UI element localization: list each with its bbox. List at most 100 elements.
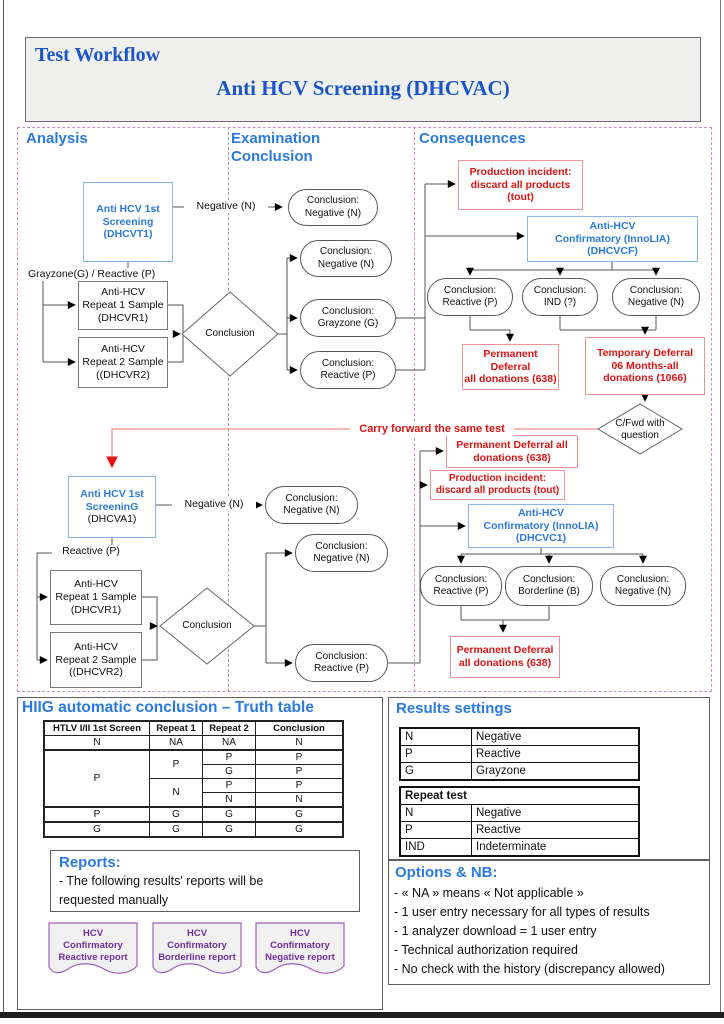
node-permanent-deferral-2: Permanent Deferral all donations (638) (446, 435, 578, 468)
table-cell: Negative (471, 727, 640, 746)
node-anti-hcv-1st-screening-dhcvt1: Anti HCV 1st Screening (DHCVT1) (83, 182, 173, 262)
node-repeat-2-sample-a: Anti-HCV Repeat 2 Sample ((DHCVR2) (78, 337, 168, 388)
table-row: N Negative (399, 804, 640, 822)
table-cell: G (202, 821, 256, 838)
page-border-left (3, 0, 4, 1016)
reports-title: Reports: (59, 854, 121, 871)
node-permanent-deferral-1: Permanent Deferral all donations (638) (462, 344, 559, 390)
node-production-incident-2: Production incident: discard all product… (430, 470, 565, 500)
table-row: P Reactive (399, 821, 640, 839)
node-permanent-deferral-3: Permanent Deferral all donations (638) (450, 636, 560, 678)
table-row: N P P (44, 778, 344, 808)
table-cell: NA (149, 735, 203, 751)
report-doc-label: HCV Confirmatory Reactive report (58, 928, 128, 963)
page-subtitle: Anti HCV Screening (DHCVAC) (216, 76, 510, 100)
table-cell: N (43, 735, 150, 751)
node-conclusion-ind: Conclusion: IND (?) (522, 278, 598, 316)
table-cell: Grayzone (471, 762, 640, 781)
table-cell: N (255, 735, 344, 751)
column-divider-2 (414, 127, 415, 692)
column-divider-1 (228, 127, 229, 692)
table-cell: G (255, 821, 344, 838)
page-title: Test Workflow (35, 44, 161, 66)
truth-table-title: HIIG automatic conclusion – Truth table (22, 699, 314, 716)
node-conclusion-reactive-2: Conclusion: Reactive (P) (427, 278, 513, 316)
table-cell: Reactive (471, 745, 640, 763)
table-cell: Negative (471, 804, 640, 822)
report-doc-borderline: HCV Confirmatory Borderline report (152, 922, 242, 978)
edge-label-negative-1: Negative (N) (184, 200, 268, 213)
table-cell: NA (202, 735, 256, 751)
table-cell: G (399, 762, 472, 781)
table-cell: G (202, 806, 256, 823)
table-row: P P P P (43, 749, 344, 808)
table-cell: N (202, 792, 256, 808)
table-row: N NA NA N (43, 735, 344, 751)
report-doc-label: HCV Confirmatory Borderline report (158, 928, 236, 963)
decision-label-cfwd: C/Fwd with question (615, 417, 665, 441)
node-conclusion-negative-2: Conclusion: Negative (N) (300, 240, 392, 277)
table-cell: N (255, 792, 344, 808)
options-item-1: - « NA » means « Not applicable » (394, 886, 584, 900)
edge-label-negative-2: Negative (N) (172, 498, 256, 511)
table-cell: G (255, 806, 344, 823)
table-row: Repeat test (399, 786, 640, 805)
node-dhcva1-code: (DHCVA1) (87, 513, 137, 526)
node-confirmatory-dhcvcf: Anti-HCV Confirmatory (InnoLIA) (DHCVCF) (527, 216, 698, 262)
edge-label-reactive: Reactive (P) (52, 545, 130, 558)
table-row: G G G G (43, 821, 344, 838)
repeat-test-table: Repeat test N Negative P Reactive IND In… (399, 786, 640, 857)
page-border-right (720, 0, 721, 1016)
decision-diamond (597, 403, 683, 455)
node-conclusion-negative-5: Conclusion: Negative (N) (295, 534, 388, 572)
results-codes-table: N Negative P Reactive G Grayzone (399, 727, 640, 781)
table-row: N Negative (399, 727, 640, 746)
decision-diamond (159, 587, 255, 665)
table-row: HTLV I/II 1st Screen Repeat 1 Repeat 2 C… (43, 720, 344, 736)
document-shape-icon (255, 922, 345, 974)
node-confirmatory-dhcvc1: Anti-HCV Confirmatory (InnoLIA) (DHCVC1) (468, 504, 614, 548)
decision-diamonds (159, 291, 683, 665)
table-cell: Indeterminate (471, 838, 640, 857)
table-row: G P (44, 764, 344, 779)
node-conclusion-negative-6: Conclusion: Negative (N) (600, 566, 686, 606)
decision-diamond (181, 291, 279, 377)
table-cell: P (149, 749, 203, 779)
node-repeat-2-sample-b: Anti-HCV Repeat 2 Sample ((DHCVR2) (50, 632, 142, 688)
table-cell: P (255, 764, 344, 779)
table-cell: P (399, 821, 472, 839)
column-header-analysis: Analysis (26, 130, 88, 147)
table-cell: G (149, 806, 203, 823)
options-item-2: - 1 user entry necessary for all types o… (394, 905, 650, 919)
page-border-bottom (0, 1012, 724, 1018)
report-doc-reactive: HCV Confirmatory Reactive report (48, 922, 138, 978)
column-header: HTLV I/II 1st Screen (43, 720, 150, 736)
options-title: Options & NB: (395, 864, 498, 881)
document-shape-icon (152, 922, 242, 974)
report-doc-negative: HCV Confirmatory Negative report (255, 922, 345, 978)
table-cell: N (399, 804, 472, 822)
edge-label-grayzone-reactive: Grayzone(G) / Reactive (P) (28, 268, 180, 281)
node-dhcva1-title: Anti HCV 1st ScreeninG (80, 487, 144, 513)
document-shape-icon (48, 922, 138, 974)
column-header-examination-conclusion: Examination Conclusion (231, 130, 321, 165)
node-conclusion-reactive-1: Conclusion: Reactive (P) (300, 351, 396, 389)
column-header: Conclusion (255, 720, 344, 736)
node-repeat-1-sample-b: Anti-HCV Repeat 1 Sample (DHCVR1) (50, 570, 142, 625)
node-conclusion-negative-1: Conclusion: Negative (N) (288, 189, 378, 226)
flowchart-container (17, 127, 712, 692)
table-cell: N (149, 778, 203, 808)
results-settings-title: Results settings (396, 700, 512, 717)
decision-label-conclusion-2: Conclusion (182, 620, 232, 631)
table-cell: P (202, 749, 256, 765)
options-item-4: - Technical authorization required (394, 943, 578, 957)
table-row: IND Indeterminate (399, 838, 640, 857)
decision-label-conclusion-1: Conclusion (205, 328, 255, 339)
table-cell: P (202, 778, 256, 793)
column-header-consequences: Consequences (419, 130, 526, 147)
table-cell: P (255, 749, 344, 765)
reports-box: Reports: - The following results' report… (50, 850, 360, 912)
edge-label-carry-forward: Carry forward the same test (350, 423, 514, 436)
column-header: Repeat 1 (149, 720, 203, 736)
